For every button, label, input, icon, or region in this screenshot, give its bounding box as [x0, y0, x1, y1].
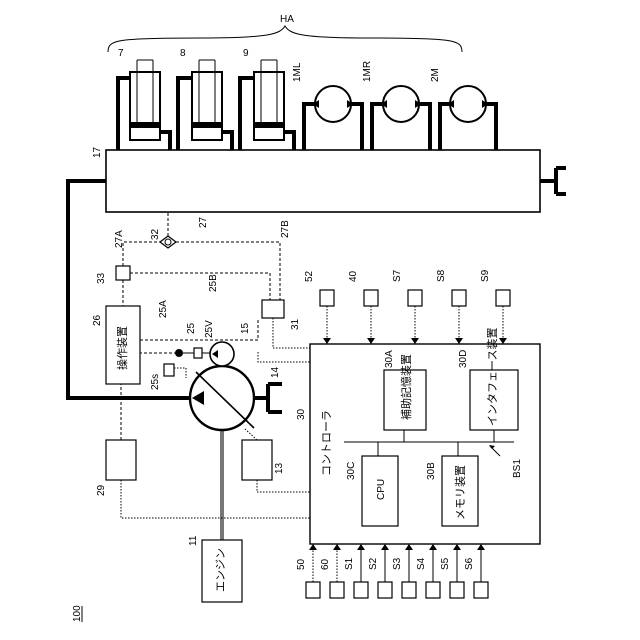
bottom-io-S1: S1	[344, 544, 368, 598]
ref-27a: 27A	[114, 230, 125, 248]
ref-29: 29	[96, 484, 107, 496]
svg-text:1MR: 1MR	[362, 61, 373, 82]
cpu-label: CPU	[376, 479, 387, 500]
cylinder-9: 9	[240, 48, 294, 150]
svg-text:40: 40	[348, 270, 359, 282]
aux-storage-ref: 30A	[384, 350, 395, 368]
top-input-40: 40	[348, 270, 378, 344]
controller-label: コントローラ	[320, 410, 333, 476]
interface-ref: 30D	[458, 350, 469, 368]
regulator-13	[242, 440, 272, 480]
ref-25b: 25B	[208, 274, 219, 292]
sensor-line	[174, 368, 186, 378]
top-input-S8: S8	[436, 269, 466, 344]
ref-25s: 25s	[150, 374, 161, 390]
line-27b	[176, 242, 280, 300]
box29-signal	[121, 480, 310, 518]
pilot-pump-ref: 15	[240, 322, 251, 334]
line-25b	[130, 273, 270, 300]
bottom-io-S2: S2	[368, 544, 392, 598]
shuttle-ball	[165, 239, 171, 245]
cylinder-7: 7	[118, 48, 170, 150]
ref-27: 27	[198, 216, 209, 228]
svg-text:50: 50	[296, 558, 307, 570]
top-input-S7: S7	[392, 269, 422, 344]
regulator-link	[244, 428, 257, 440]
box-29	[106, 440, 136, 480]
line-27a	[123, 242, 160, 266]
ref-31: 31	[290, 318, 301, 330]
engine-ref: 11	[188, 535, 199, 546]
cylinder-8: 8	[178, 48, 232, 150]
svg-text:1ML: 1ML	[292, 62, 303, 82]
svg-text:60: 60	[320, 558, 331, 570]
svg-text:8: 8	[180, 48, 186, 59]
tank-symbol-right	[540, 168, 566, 194]
pilot-signal	[258, 352, 310, 362]
svg-text:S1: S1	[344, 557, 355, 570]
pump-sensor-25s	[164, 364, 174, 376]
ref-33: 33	[96, 272, 107, 284]
bottom-io-S5: S5	[440, 544, 464, 598]
svg-text:S4: S4	[416, 557, 427, 570]
svg-text:S6: S6	[464, 557, 475, 570]
controller-ref: 30	[296, 408, 307, 420]
ha-label: HA	[280, 14, 294, 25]
ref-25V: 25V	[204, 320, 215, 338]
main-pump-ref: 14	[270, 366, 281, 378]
regulator-signal	[257, 480, 310, 492]
svg-text:S2: S2	[368, 557, 379, 570]
aux-storage-label: 補助記憶装置	[399, 354, 413, 420]
box-33	[116, 266, 130, 280]
bottom-io-S3: S3	[392, 544, 416, 598]
svg-text:S9: S9	[480, 269, 491, 282]
memory-label: メモリ装置	[454, 465, 467, 520]
box-31	[262, 300, 284, 318]
svg-text:52: 52	[304, 270, 315, 282]
top-input-52: 52	[304, 270, 334, 344]
tank-symbol-pump	[254, 384, 282, 412]
ref-25a: 25A	[158, 300, 169, 318]
engine-label: エンジン	[214, 548, 227, 592]
motor-1MR: 1MR	[362, 61, 430, 150]
pilot-valve-25V	[194, 348, 202, 358]
main-pump-14	[190, 366, 254, 430]
bottom-io-S4: S4	[416, 544, 440, 598]
svg-text:9: 9	[243, 48, 249, 59]
pilot-junction-25	[175, 349, 183, 357]
ref-32: 32	[150, 228, 161, 240]
figure-ref: 100	[72, 605, 83, 622]
regulator-ref: 13	[274, 462, 285, 474]
memory-ref: 30B	[426, 462, 437, 480]
motor-1ML: 1ML	[292, 62, 362, 150]
operating-device-label: 操作装置	[115, 326, 129, 370]
svg-text:S3: S3	[392, 557, 403, 570]
interface-label: インタフェース装置	[486, 328, 499, 426]
bottom-io-60: 60	[320, 544, 344, 598]
cpu-ref: 30C	[346, 462, 357, 480]
ref-25: 25	[186, 322, 197, 334]
ref-27b: 27B	[280, 220, 291, 238]
control-valve-block	[106, 150, 540, 212]
operating-device-ref: 26	[92, 314, 103, 326]
ha-brace	[108, 26, 462, 52]
svg-text:7: 7	[118, 48, 124, 59]
bottom-io-S6: S6	[464, 544, 488, 598]
svg-text:S7: S7	[392, 269, 403, 282]
svg-text:2M: 2M	[430, 68, 441, 82]
svg-text:S5: S5	[440, 557, 451, 570]
motor-2M: 2M	[430, 68, 496, 150]
bus-ref: BS1	[512, 459, 523, 478]
bottom-io-50: 50	[296, 544, 320, 598]
valve-block-ref: 17	[92, 146, 103, 158]
svg-text:S8: S8	[436, 269, 447, 282]
